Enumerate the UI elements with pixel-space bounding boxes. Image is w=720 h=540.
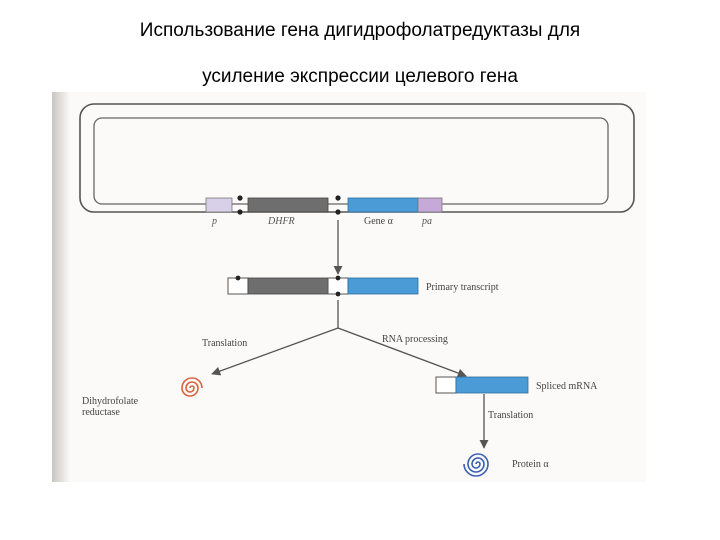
gene-alpha-label: Gene α <box>364 216 394 227</box>
translation-label-right: Translation <box>488 410 533 421</box>
dhfr-label: DHFR <box>267 216 295 227</box>
slide-title-line-2: усиление экспрессии целевого гена <box>202 66 518 87</box>
plasmid-outer-loop <box>79 103 635 213</box>
splice-site-dot <box>235 275 241 281</box>
promoter-segment <box>205 197 233 213</box>
slide-title-line-1: Использование гена дигидрофолатредуктазы… <box>139 20 581 41</box>
rna-processing-label: RNA processing <box>382 334 448 345</box>
spliced-mrna-label: Spliced mRNA <box>536 381 598 392</box>
spliced-mrna-5prime <box>435 376 457 394</box>
protein-alpha-label: Protein α <box>512 459 549 470</box>
plasmid-inner-loop <box>93 117 609 205</box>
transcript-dhfr-segment <box>247 277 329 295</box>
gene-alpha-segment <box>347 197 419 213</box>
splice-site-dot <box>335 291 341 297</box>
splice-site-dot <box>335 275 341 281</box>
page-shadow <box>52 92 70 482</box>
splice-site-dot <box>335 195 341 201</box>
rna-processing-arrow <box>337 327 467 378</box>
splice-site-dot <box>237 209 243 215</box>
diagram-figure: p DHFR Gene α pa Primary transcript Tran… <box>52 92 646 482</box>
primary-transcript-label: Primary transcript <box>426 282 499 293</box>
spliced-mrna-gene <box>455 376 529 394</box>
dhfr-product-label-line-1: Dihydrofolate <box>82 396 139 407</box>
polya-segment <box>417 197 443 213</box>
expression-diagram: p DHFR Gene α pa Primary transcript Tran… <box>79 103 635 477</box>
transcript-gene-segment <box>347 277 419 295</box>
dhfr-protein-spiral <box>181 377 203 397</box>
splice-site-dot <box>237 195 243 201</box>
translation-label-left: Translation <box>202 338 247 349</box>
polya-label: pa <box>421 216 432 227</box>
translation-arrow-left <box>211 327 339 376</box>
promoter-label: p <box>211 216 217 227</box>
splice-site-dot <box>335 209 341 215</box>
dhfr-product-label-line-2: reductase <box>82 407 120 418</box>
dhfr-segment <box>247 197 329 213</box>
protein-alpha-spiral <box>463 453 489 477</box>
